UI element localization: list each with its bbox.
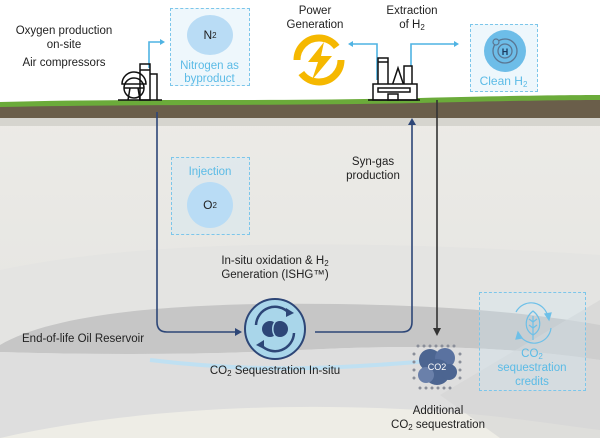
nitrogen-caption-2: byproduct: [184, 73, 235, 85]
h-symbol: H: [501, 47, 509, 57]
co2-badge: CO2: [427, 362, 447, 372]
soil-lower-band: [0, 118, 600, 126]
credits-subscript: 2: [538, 352, 543, 361]
air-compressors-label: Air compressors: [22, 57, 106, 69]
co2-sequestration-insitu-label: CO2 Sequestration In-situ: [200, 364, 350, 381]
power-label-2: Generation: [286, 19, 344, 31]
power-arrowhead: [348, 41, 353, 47]
ishg-subscript: 2: [324, 259, 329, 268]
oxygen-subscript: 2: [212, 200, 217, 210]
n2-arrowhead: [160, 39, 165, 45]
co2-seq-suffix: Sequestration In-situ: [231, 365, 341, 377]
injection-label: Injection: [188, 166, 232, 178]
injection-flow-line: [156, 112, 235, 333]
syngas-flow-line: [315, 122, 413, 333]
additional-suffix: sequestration: [412, 419, 485, 431]
co2-seq-subscript: 2: [227, 369, 232, 378]
credits-label-2: sequestration: [497, 362, 567, 374]
on-site-label: on-site: [46, 39, 82, 51]
stratum-diagonal: [440, 300, 600, 438]
ishg-label-1: In-situ oxidation & H2: [200, 254, 350, 271]
ishg-label-2: Generation (ISHG™): [221, 269, 329, 281]
syngas-label-2: production: [346, 170, 400, 182]
extraction-label-2: of H2: [378, 18, 446, 35]
reservoir-label: End-of-life Oil Reservoir: [22, 333, 145, 345]
nitrogen-symbol: N: [203, 28, 213, 42]
water-layer: [149, 358, 441, 371]
credits-label-1: CO2: [480, 347, 584, 364]
nitrogen-caption-1: Nitrogen as: [180, 60, 239, 72]
additional-label-2: CO2 sequestration: [385, 418, 491, 435]
co2-seq-prefix: CO: [209, 365, 228, 377]
air-compressor-facility-icon: [118, 63, 162, 101]
clean-h2-box: H Clean H2: [470, 24, 538, 92]
oxygen-production-label: Oxygen production: [15, 25, 113, 37]
syngas-label-1: Syn-gas: [351, 156, 395, 168]
extraction-plant-icon: [368, 57, 420, 101]
extraction-label-1: Extraction: [386, 5, 438, 17]
additional-prefix: CO: [391, 419, 409, 431]
additional-label-1: Additional: [412, 405, 464, 417]
extraction-text: of H: [399, 19, 421, 31]
credits-label-3: credits: [515, 376, 549, 388]
h2-arrow: [410, 43, 455, 66]
oxygen-symbol: O: [203, 198, 213, 212]
extraction-subscript: 2: [420, 23, 425, 32]
additional-subscript: 2: [408, 423, 413, 432]
clean-h2-text: Clean H: [479, 74, 523, 88]
n2-arrow: [148, 41, 161, 68]
stratum-3: [0, 406, 600, 438]
clean-h2-label: Clean H2: [471, 74, 536, 92]
clean-h2-subscript: 2: [522, 80, 528, 89]
ishg-text: In-situ oxidation & H: [221, 255, 325, 267]
power-arrow: [352, 43, 378, 80]
injection-arrowhead: [235, 328, 242, 336]
syngas-arrowhead: [408, 118, 416, 125]
co2-credits-box: CO2 sequestration credits: [479, 292, 586, 391]
power-label-1: Power: [298, 5, 332, 17]
grass-band: [0, 95, 600, 107]
nitrogen-subscript: 2: [212, 30, 217, 40]
co2-down-arrowhead: [433, 328, 441, 336]
h2-arrowhead: [454, 41, 459, 47]
credits-prefix: CO: [521, 348, 539, 360]
